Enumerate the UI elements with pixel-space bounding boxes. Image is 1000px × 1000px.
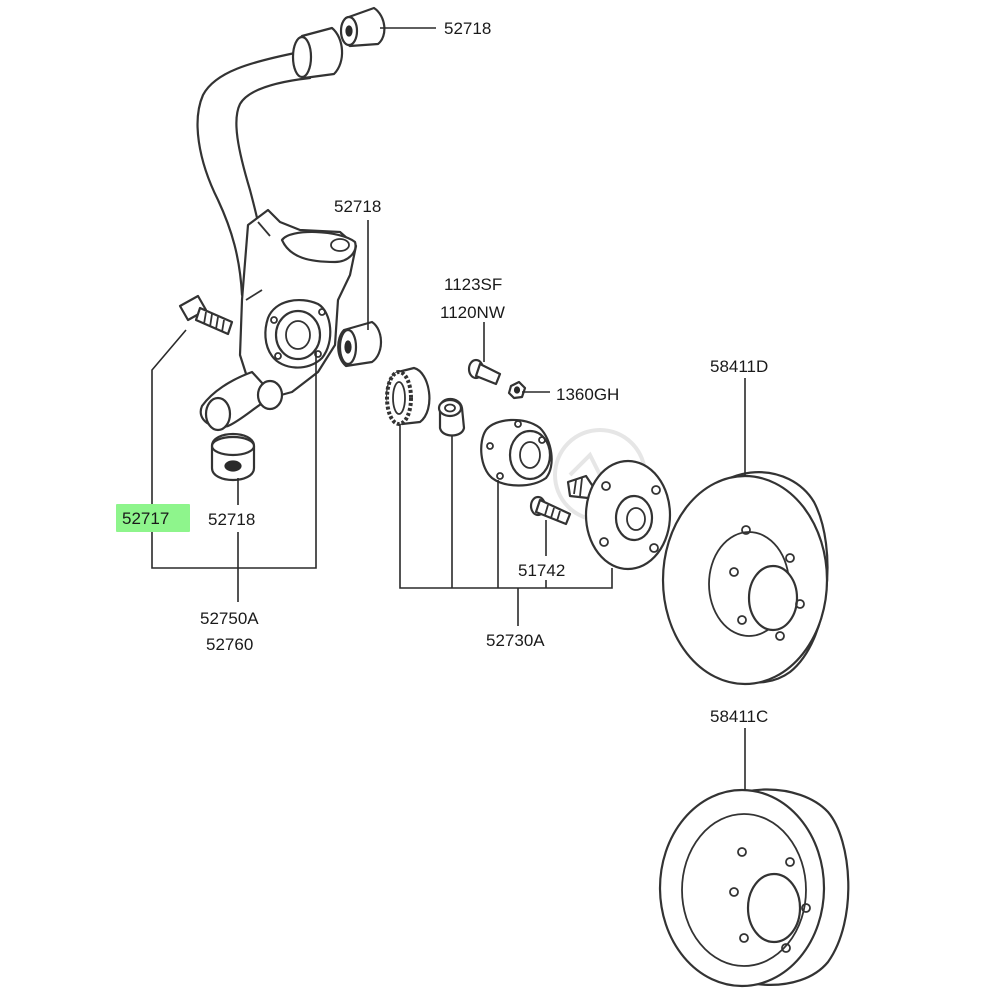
label-brake-drum[interactable]: 58411C: [710, 707, 768, 726]
hub-flange[interactable]: [566, 459, 672, 571]
label-upper-bushing[interactable]: 52718: [444, 19, 491, 38]
brake-disc-58411d[interactable]: [661, 471, 829, 686]
label-stud-bolt[interactable]: 52717: [122, 509, 169, 528]
hub-bolt-1123sf[interactable]: [467, 358, 502, 386]
brake-drum-58411c[interactable]: [658, 788, 850, 988]
label-wheel-stud[interactable]: 51742: [518, 561, 565, 580]
label-lower-bushing[interactable]: 52718: [208, 510, 255, 529]
hub-housing[interactable]: [480, 418, 553, 487]
nut-1360gh[interactable]: [507, 380, 527, 400]
lower-bushing-52718[interactable]: [210, 433, 256, 481]
label-knuckle-bushing[interactable]: 52718: [334, 197, 381, 216]
upper-bushing-52718[interactable]: [291, 6, 386, 80]
label-nut[interactable]: 1360GH: [556, 385, 619, 404]
label-brake-disc[interactable]: 58411D: [710, 357, 768, 376]
part-labels: 52718 52718 52718 52717 52750A 52760 112…: [122, 19, 768, 726]
hub-bearing[interactable]: [437, 397, 466, 437]
label-hub-bolt-1[interactable]: 1123SF: [444, 275, 502, 294]
label-knuckle-assy-2[interactable]: 52760: [206, 635, 253, 654]
oil-seal[interactable]: [385, 366, 431, 426]
label-hub-assy[interactable]: 52730A: [486, 631, 545, 650]
leader-lines: [151, 27, 746, 790]
steering-knuckle[interactable]: [196, 50, 358, 432]
knuckle-bushing-52718[interactable]: [337, 320, 383, 368]
label-hub-bolt-2[interactable]: 1120NW: [440, 303, 505, 322]
highlight-box: [116, 504, 190, 532]
label-knuckle-assy-1[interactable]: 52750A: [200, 609, 259, 628]
stud-bolt-52717[interactable]: [178, 294, 234, 336]
wheel-stud-51742[interactable]: [529, 495, 572, 526]
